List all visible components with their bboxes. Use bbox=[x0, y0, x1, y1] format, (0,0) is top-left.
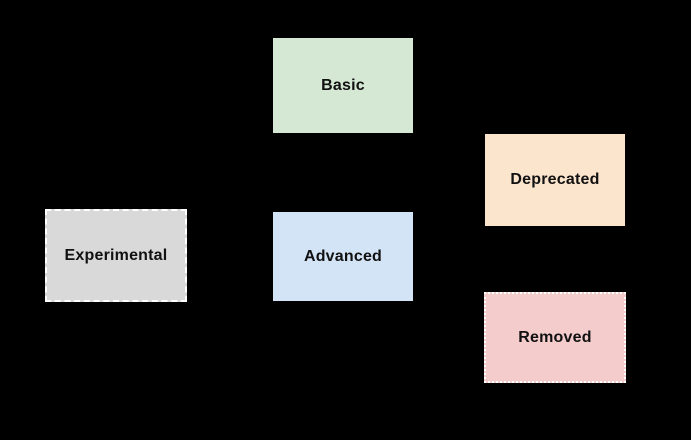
node-experimental-label: Experimental bbox=[64, 246, 168, 264]
node-basic-label: Basic bbox=[321, 76, 365, 94]
node-deprecated[interactable]: Deprecated bbox=[485, 134, 625, 226]
node-experimental[interactable]: Experimental bbox=[45, 209, 187, 302]
node-removed[interactable]: Removed bbox=[484, 292, 626, 383]
node-removed-label: Removed bbox=[518, 328, 592, 346]
node-advanced-label: Advanced bbox=[303, 247, 383, 265]
node-deprecated-label: Deprecated bbox=[510, 171, 600, 189]
node-advanced[interactable]: Advanced bbox=[273, 212, 413, 301]
node-basic[interactable]: Basic bbox=[273, 38, 413, 133]
